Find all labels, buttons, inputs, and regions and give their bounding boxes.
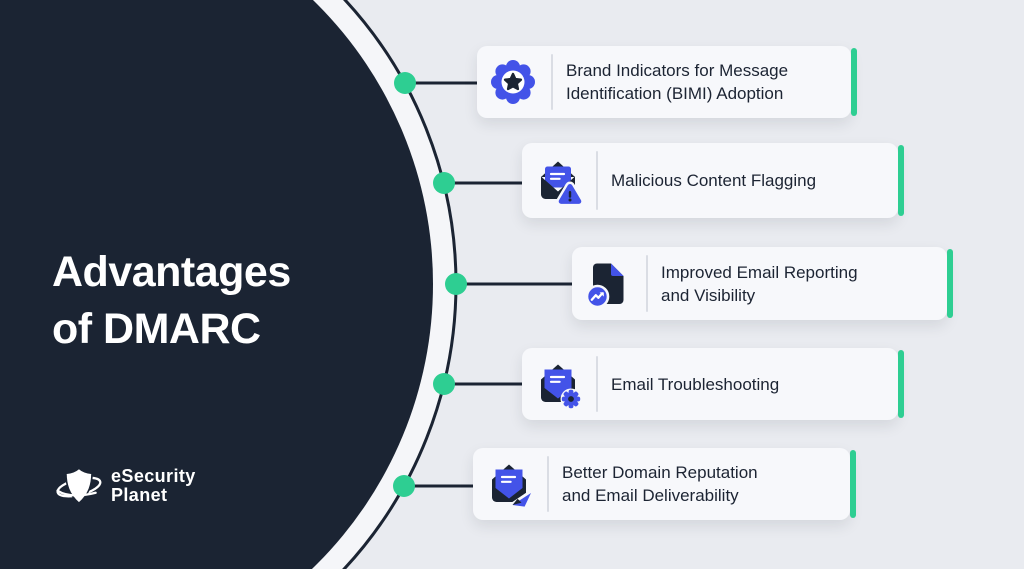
card-accent-bar (850, 450, 856, 518)
email-warning-icon (541, 161, 584, 206)
advantage-label: Brand Indicators for Message Identificat… (566, 59, 788, 105)
card-accent-bar (851, 48, 857, 116)
email-send-icon (492, 464, 535, 510)
advantage-label-line2: and Email Deliverability (562, 486, 739, 505)
card-accent-bar (898, 350, 904, 418)
page-title-line2: of DMARC (52, 305, 261, 353)
card-accent-bar (947, 249, 953, 318)
logo-word-line2: Planet (111, 485, 168, 505)
advantage-card-bimi: Brand Indicators for Message Identificat… (477, 46, 857, 118)
advantage-card-flagging: Malicious Content Flagging (522, 143, 904, 218)
logo-word-line1: eSecurity (111, 466, 196, 486)
card-accent-bar (898, 145, 904, 216)
advantage-label-line2: Identification (BIMI) Adoption (566, 84, 784, 103)
connector-lines (404, 81, 577, 488)
advantage-label-line1: Email Troubleshooting (611, 374, 780, 394)
advantage-card-reporting: Improved Email Reporting and Visibility (572, 247, 953, 320)
esecurity-planet-logo: eSecurity Planet (56, 464, 196, 508)
advantage-label: Email Troubleshooting (611, 373, 779, 396)
advantage-label-line1: Improved Email Reporting (661, 262, 858, 282)
email-gear-icon (541, 364, 582, 410)
badge-star-icon (491, 60, 535, 104)
card-divider (596, 356, 598, 412)
advantage-label-line1: Malicious Content Flagging (611, 171, 817, 190)
page-title-line1: Advantages (52, 248, 291, 296)
advantage-label-line1: Better Domain Reputation (562, 463, 758, 482)
advantage-card-reputation: Better Domain Reputation and Email Deliv… (473, 448, 856, 520)
card-divider (646, 255, 648, 312)
report-chart-icon (585, 263, 624, 308)
title-panel-circle (0, 0, 433, 569)
advantage-label: Malicious Content Flagging (611, 169, 816, 192)
advantage-label-line1: Brand Indicators for Message (566, 61, 789, 80)
advantage-label: Better Domain Reputation and Email Deliv… (562, 461, 758, 507)
card-divider (596, 151, 598, 210)
logo-wordmark: eSecurity Planet (111, 467, 196, 505)
advantage-label: Improved Email Reporting and Visibility (661, 261, 858, 307)
advantage-label-line2: and Visibility (661, 285, 756, 305)
planet-shield-icon (56, 467, 102, 505)
card-divider (547, 456, 549, 512)
card-divider (551, 54, 553, 110)
timeline-dots (393, 72, 467, 497)
advantage-card-troubleshooting: Email Troubleshooting (522, 348, 904, 420)
page-title: Advantages of DMARC (52, 244, 291, 358)
